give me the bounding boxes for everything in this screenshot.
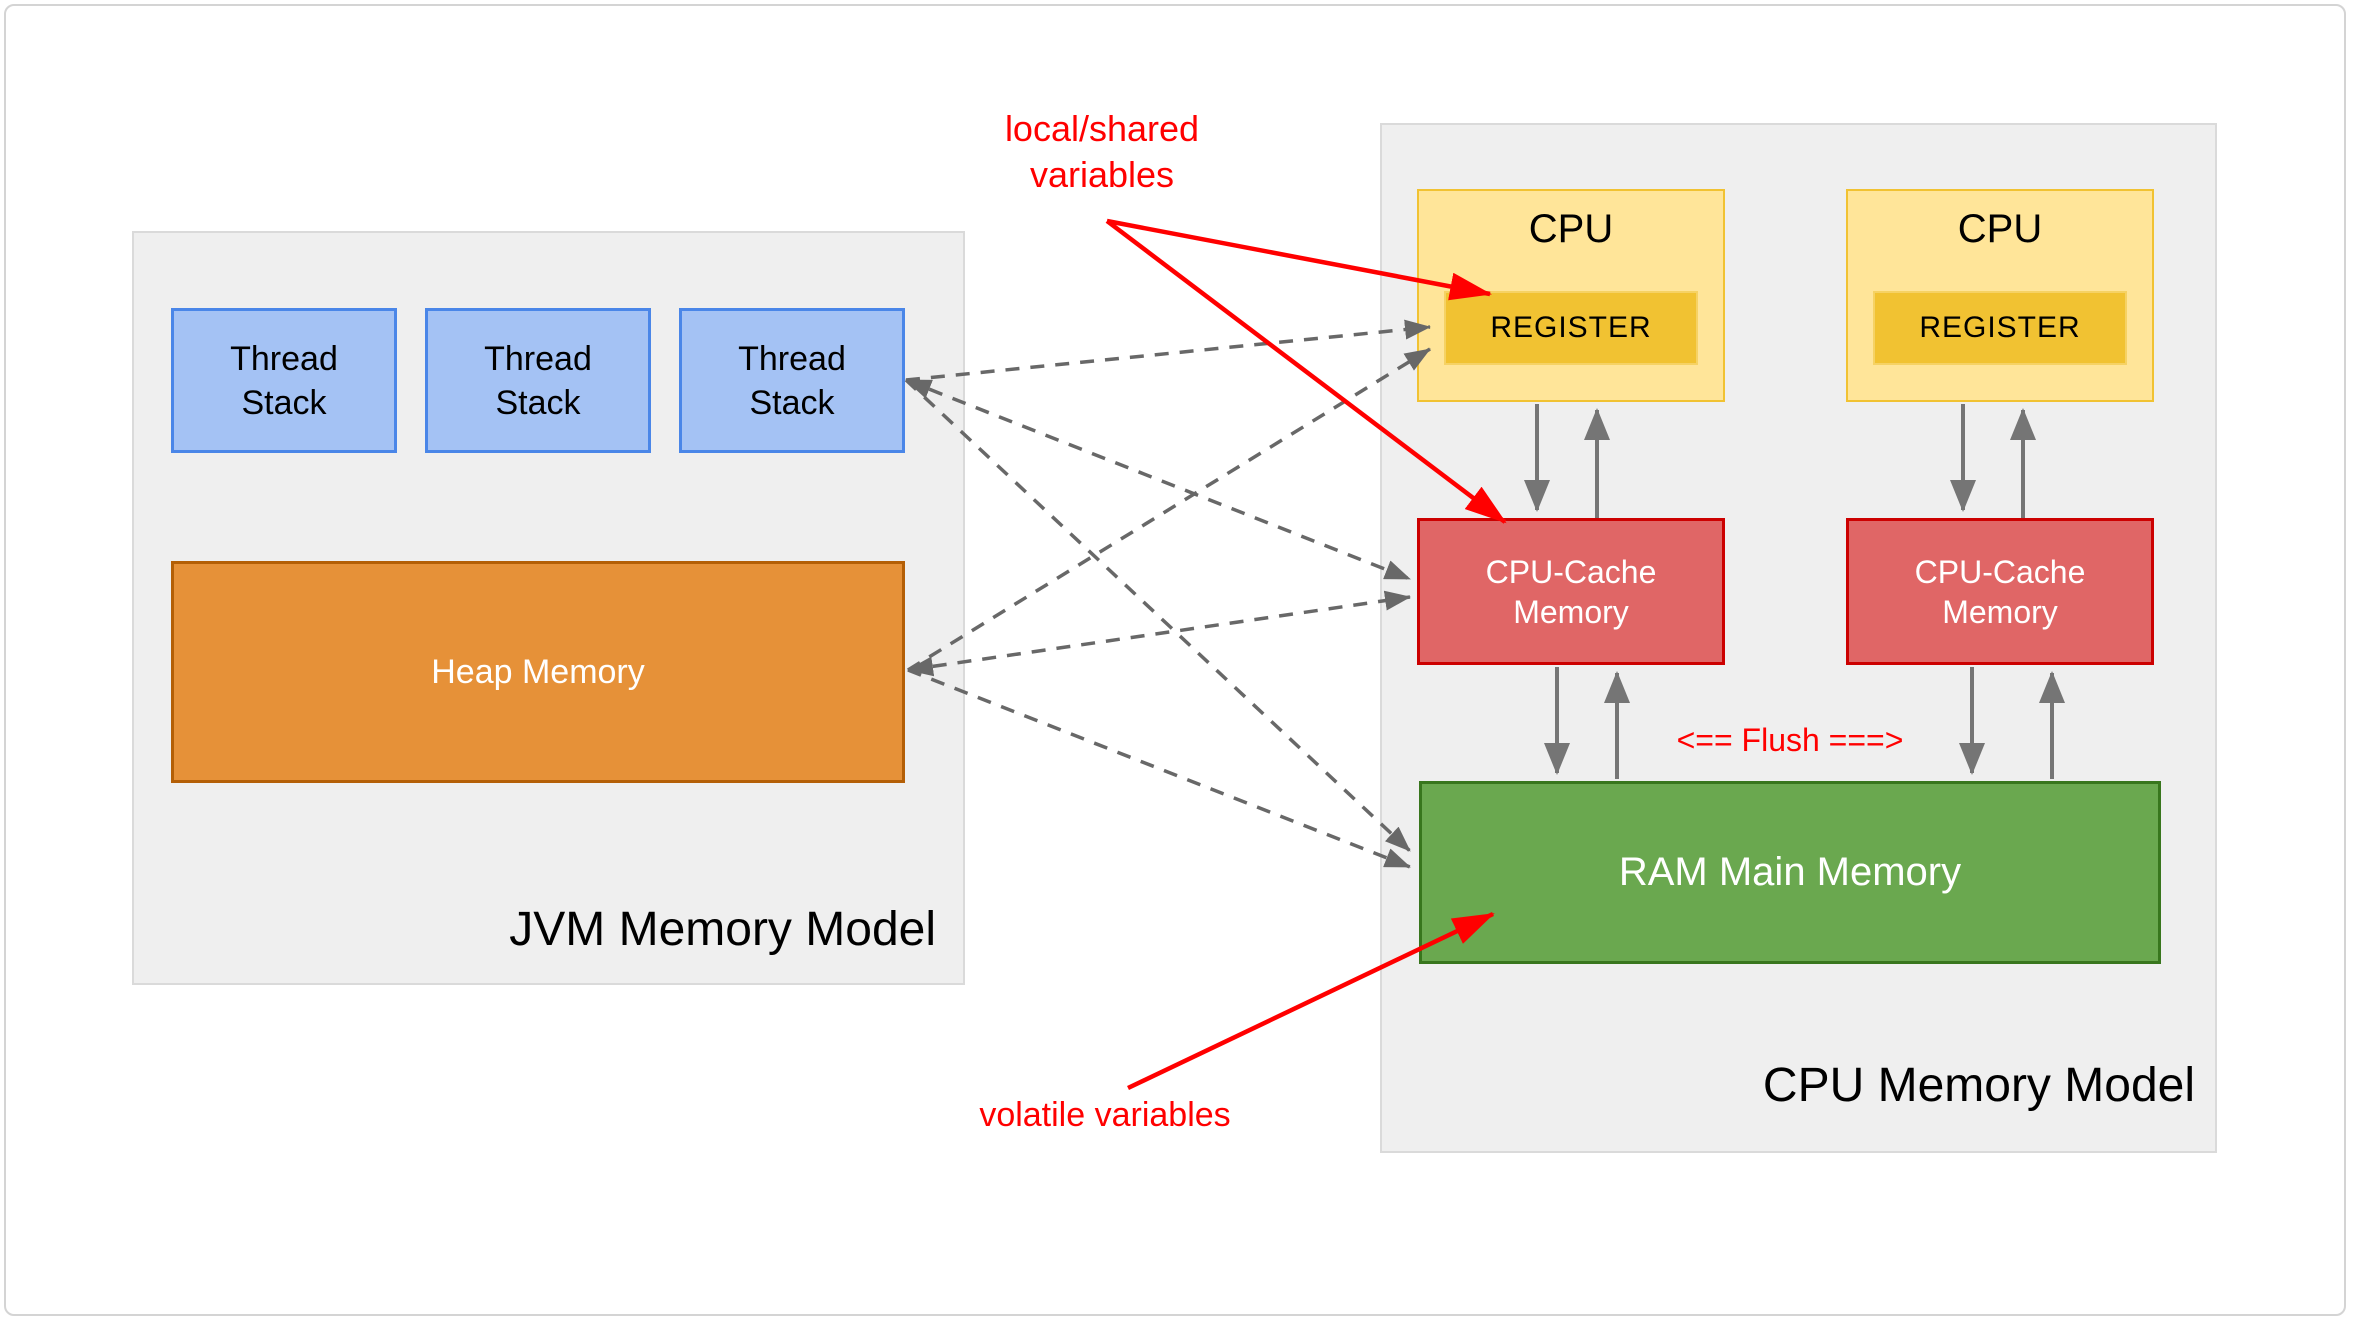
cpu-label: CPU <box>1957 207 2043 251</box>
jvm-panel-title: JVM Memory Model <box>509 903 936 956</box>
register-label: REGISTER <box>1490 311 1652 344</box>
thread-stack-label: Thread Stack <box>230 339 338 422</box>
local-shared-variables-annotation: local/shared variables <box>1004 108 1200 195</box>
register-box-1: REGISTER <box>1444 291 1698 365</box>
cpu-panel-title: CPU Memory Model <box>1762 1059 2195 1112</box>
cpu-cache-box-2: CPU-Cache Memory <box>1846 518 2154 665</box>
thread-stack-label: Thread Stack <box>484 339 592 422</box>
ram-main-memory-label: RAM Main Memory <box>1618 850 1962 894</box>
thread-stack-box-3: Thread Stack <box>679 308 905 453</box>
flush-annotation: <== Flush ===> <box>1676 722 1904 758</box>
thread-stack-label: Thread Stack <box>738 339 846 422</box>
register-box-2: REGISTER <box>1873 291 2127 365</box>
cpu-cache-label: CPU-Cache Memory <box>1485 553 1657 630</box>
thread-stack-box-2: Thread Stack <box>425 308 651 453</box>
register-label: REGISTER <box>1919 311 2081 344</box>
heap-memory-label: Heap Memory <box>431 652 645 691</box>
outer-frame <box>4 4 2346 1316</box>
volatile-variables-annotation: volatile variables <box>979 1096 1231 1134</box>
cpu-box-2: CPU REGISTER <box>1846 189 2154 402</box>
thread-stack-box-1: Thread Stack <box>171 308 397 453</box>
cpu-cache-box-1: CPU-Cache Memory <box>1417 518 1725 665</box>
ram-main-memory-box: RAM Main Memory <box>1419 781 2161 964</box>
cpu-cache-label: CPU-Cache Memory <box>1914 553 2086 630</box>
cpu-box-1: CPU REGISTER <box>1417 189 1725 402</box>
heap-memory-box: Heap Memory <box>171 561 905 783</box>
cpu-label: CPU <box>1528 207 1614 251</box>
